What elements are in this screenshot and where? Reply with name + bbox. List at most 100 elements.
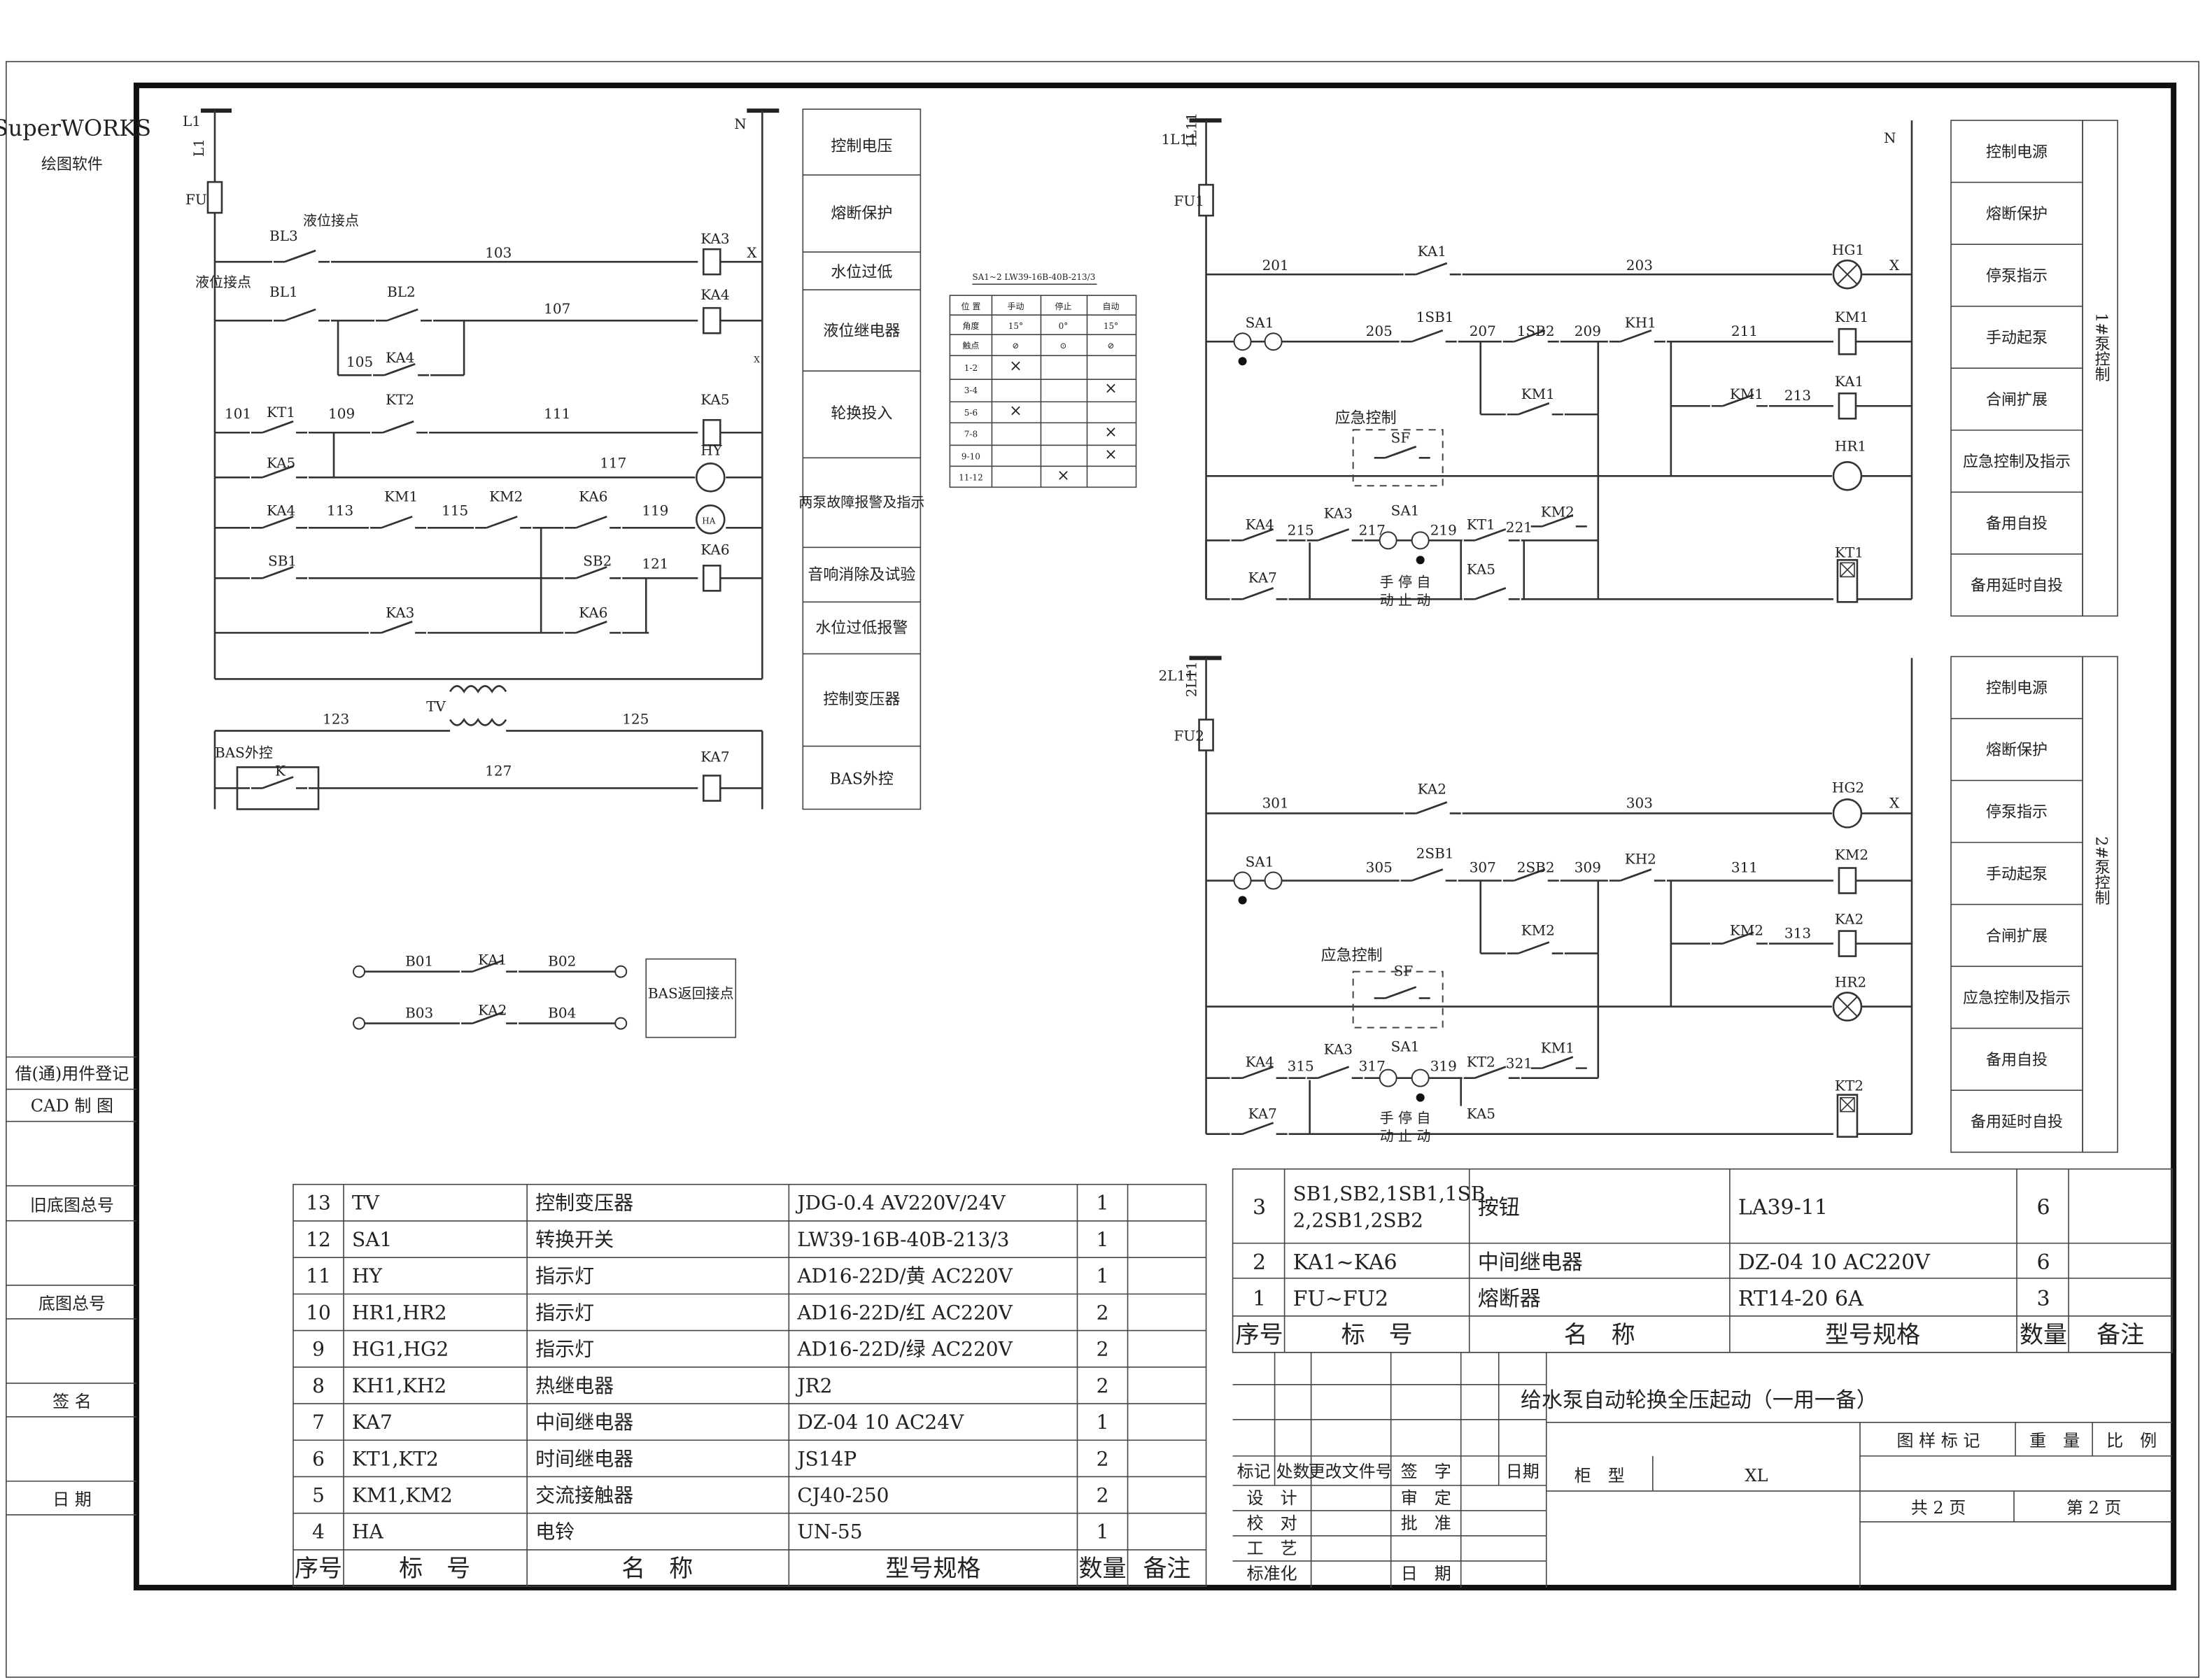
label: 313 bbox=[1784, 925, 1811, 942]
table-cell: × bbox=[1104, 446, 1117, 463]
label: 2SB2 bbox=[1517, 859, 1555, 876]
label: 手 停 自 bbox=[1380, 1110, 1431, 1127]
table-cell: 6 bbox=[2037, 1196, 2050, 1220]
table-cell: JR2 bbox=[795, 1374, 832, 1397]
table-header: 标 号 bbox=[1341, 1321, 1413, 1349]
table-cell: 2 bbox=[1097, 1301, 1109, 1324]
table-cell: 热继电器 bbox=[535, 1374, 614, 1397]
table-cell: RT14-20 6A bbox=[1738, 1287, 1864, 1311]
table-cell: 指示灯 bbox=[535, 1301, 594, 1324]
table-cell: KH1,KH2 bbox=[352, 1374, 446, 1397]
table-cell: 指示灯 bbox=[535, 1264, 594, 1287]
label: KA7 bbox=[1248, 1106, 1277, 1122]
left-control-circuit: L1 L1 N FU 液位接点 液位接点 BL3 BL1 BL2 103 107… bbox=[183, 108, 780, 810]
label: 手 停 自 bbox=[1380, 573, 1431, 590]
label: 301 bbox=[1262, 794, 1289, 811]
table-header: 备注 bbox=[2097, 1321, 2144, 1349]
label: 115 bbox=[442, 502, 468, 518]
function-label: 停泵指示 bbox=[1986, 804, 2048, 821]
table-cell: 中间继电器 bbox=[535, 1411, 633, 1434]
label: HG1 bbox=[1832, 241, 1864, 258]
label: KA6 bbox=[579, 488, 607, 504]
label: 液位接点 bbox=[195, 274, 251, 290]
table-header: 停止 bbox=[1055, 301, 1071, 311]
table-cell: HR1,HR2 bbox=[352, 1301, 447, 1324]
role-label: 工 艺 bbox=[1247, 1539, 1297, 1558]
table-cell: 熔断器 bbox=[1478, 1287, 1541, 1311]
table-cell: 4 bbox=[312, 1520, 325, 1544]
table-cell: HY bbox=[352, 1264, 382, 1287]
table-cell: 1 bbox=[1097, 1264, 1109, 1287]
table-header: 数量 bbox=[1079, 1555, 1127, 1583]
table-cell: ⊘ bbox=[1107, 341, 1114, 351]
label: HG2 bbox=[1832, 779, 1864, 796]
label: SA1 bbox=[1246, 314, 1274, 331]
label: KA7 bbox=[1248, 569, 1277, 586]
label: 309 bbox=[1575, 859, 1601, 876]
function-label: 轮换投入 bbox=[831, 405, 892, 423]
function-label: 备用延时自投 bbox=[1971, 577, 2063, 595]
label: K bbox=[275, 762, 286, 779]
label: 2SB1 bbox=[1416, 845, 1454, 862]
function-label: 备用自投 bbox=[1986, 516, 2048, 533]
label: HR1 bbox=[1835, 437, 1866, 454]
table-cell: ⊘ bbox=[1012, 341, 1019, 351]
pump-group-label: 1#泵控制 bbox=[2092, 313, 2111, 382]
table-cell: UN-55 bbox=[797, 1520, 862, 1544]
label: 111 bbox=[544, 405, 570, 422]
table-cell: JS14P bbox=[795, 1447, 857, 1470]
label: KA3 bbox=[700, 230, 729, 247]
table-cell: 11-12 bbox=[959, 472, 983, 482]
label: KT2 bbox=[1467, 1054, 1495, 1071]
label: 103 bbox=[485, 244, 512, 261]
table-cell: 15° bbox=[1104, 321, 1118, 331]
table-cell: AD16-22D/绿 AC220V bbox=[796, 1338, 1013, 1361]
table-header: 型号规格 bbox=[885, 1555, 980, 1583]
label: KM1 bbox=[1730, 386, 1763, 402]
label: 203 bbox=[1626, 257, 1653, 274]
table-cell: 中间继电器 bbox=[1478, 1250, 1583, 1275]
label: 305 bbox=[1366, 859, 1393, 876]
table-cell: 1 bbox=[1097, 1520, 1109, 1544]
label: SA1 bbox=[1246, 854, 1274, 870]
table-cell: 7 bbox=[312, 1411, 325, 1434]
table-header: 名 称 bbox=[1564, 1321, 1635, 1349]
label: KM1 bbox=[1521, 386, 1555, 402]
table-cell: 10 bbox=[306, 1301, 331, 1324]
table-cell: HG1,HG2 bbox=[352, 1338, 449, 1361]
pump1-control-circuit: 1L11 1L11 N FU1 201 KA1 203 HG1 SA1 205 … bbox=[1162, 113, 1913, 608]
function-label: 液位继电器 bbox=[823, 323, 900, 340]
drawing-title: 给水泵自动轮换全压起动（一用一备） bbox=[1521, 1388, 1878, 1413]
table-cell: 指示灯 bbox=[535, 1338, 594, 1361]
label: 2L11 bbox=[1159, 667, 1195, 684]
switch-table-title: SA1~2 LW39-16B-40B-213/3 bbox=[972, 272, 1095, 282]
function-label: 两泵故障报警及指示 bbox=[798, 493, 924, 510]
label: 液位接点 bbox=[303, 212, 359, 229]
label: 应急控制 bbox=[1335, 409, 1397, 427]
table-cell: × bbox=[1009, 402, 1022, 420]
label: KA4 bbox=[386, 349, 414, 366]
table-header: 数量 bbox=[2020, 1321, 2067, 1349]
table-header: 序号 bbox=[295, 1555, 342, 1583]
label: KA4 bbox=[267, 502, 295, 518]
function-label: 合闸扩展 bbox=[1986, 928, 2048, 945]
function-label: 熔断保护 bbox=[831, 205, 892, 223]
label: KH2 bbox=[1625, 851, 1656, 868]
function-label: 合闸扩展 bbox=[1986, 391, 2048, 409]
label: L1 bbox=[190, 139, 207, 157]
function-label: 应急控制及指示 bbox=[1963, 453, 2071, 471]
label: FU1 bbox=[1174, 192, 1204, 209]
table-cell: 6 bbox=[2037, 1250, 2050, 1275]
pump2-control-circuit: 2L11 2L11 FU2 301 KA2 303 HG2 SA1 305 2S… bbox=[1159, 656, 1913, 1145]
table-cell: 8 bbox=[312, 1374, 325, 1397]
label: 215 bbox=[1288, 521, 1314, 538]
label: 317 bbox=[1359, 1058, 1386, 1075]
label: N bbox=[1884, 129, 1896, 146]
table-cell: 1 bbox=[1097, 1411, 1109, 1434]
table-cell: KA7 bbox=[352, 1411, 393, 1434]
sheet-number: 第 2 页 bbox=[2066, 1498, 2122, 1518]
label: 1SB2 bbox=[1517, 323, 1555, 339]
table-cell: 11 bbox=[306, 1264, 331, 1287]
label: KA5 bbox=[267, 454, 295, 471]
